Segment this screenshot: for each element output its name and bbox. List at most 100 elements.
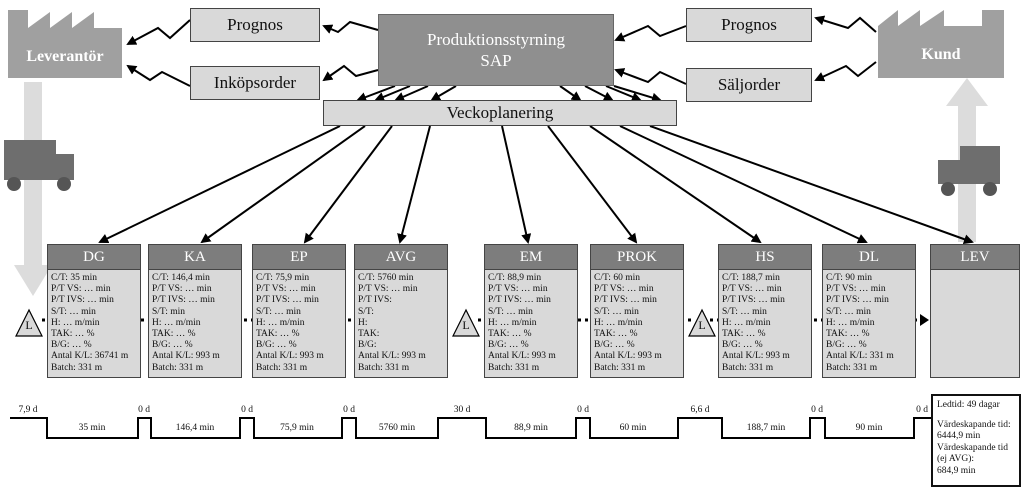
process-data-line: TAK:	[358, 328, 380, 339]
process-data-line: Batch: 331 m	[358, 362, 410, 373]
process-data-line: P/T IVS: … min	[256, 295, 319, 306]
process-data-line: S/T: … min	[594, 306, 639, 317]
process-time-label: 88,9 min	[514, 423, 548, 433]
wait-time-label: 0 d	[577, 405, 589, 415]
sales-order-to-sap-arrow	[614, 68, 687, 85]
supplier-factory-icon	[8, 10, 122, 78]
process-data-line: P/T IVS: … min	[51, 295, 114, 306]
process-data-line: Batch: 331 m	[152, 362, 204, 373]
forecast-box-left: Prognos	[190, 8, 320, 42]
customer-label: Kund	[921, 46, 961, 63]
process-data-line: P/T VS: … min	[51, 284, 111, 295]
process-data-line: Antal K/L: 993 m	[358, 351, 426, 362]
process-data-line: Antal K/L: 993 m	[722, 351, 790, 362]
process-data-line: P/T VS: … min	[594, 284, 654, 295]
process-data-line: Batch: 331 m	[722, 362, 774, 373]
process-time-label: 90 min	[855, 423, 883, 433]
supplier-truck-icon	[4, 140, 74, 191]
process-data-line: H: … m/min	[594, 317, 643, 328]
inventory-label-1: L	[25, 318, 33, 332]
process-data-line: B/G:	[358, 340, 377, 351]
process-data-line: P/T VS: … min	[152, 284, 212, 295]
process-data-line: C/T: 5760 min	[358, 273, 414, 283]
value-adding-label: Värdeskapande tid:	[937, 419, 1011, 430]
process-data-line: S/T: … min	[51, 306, 96, 317]
purchase-order-box: Inköpsorder	[190, 66, 320, 100]
process-data-line: H: … m/min	[826, 317, 875, 328]
process-data-line: TAK: … %	[152, 328, 196, 339]
process-data-line: TAK: … %	[594, 328, 638, 339]
inventory-label-2: L	[462, 318, 470, 332]
process-data-line: S/T: … min	[826, 306, 871, 317]
inventory-triangle-3	[688, 308, 716, 337]
process-data-line: TAK: … %	[51, 328, 95, 339]
process-data-line: P/T IVS: … min	[594, 295, 657, 306]
process-data-line: TAK: … %	[256, 328, 300, 339]
process-data-line: P/T IVS:	[358, 295, 392, 306]
process-data-line: C/T: 35 min	[51, 273, 97, 283]
value-adding-excl-label: Värdeskapande tid (ej AVG):	[937, 442, 1008, 465]
process-data-line: C/T: 90 min	[826, 273, 872, 283]
process-title: DG	[48, 245, 140, 270]
process-data-line: B/G: … %	[488, 340, 529, 351]
inventory-label-3: L	[698, 318, 706, 332]
process-data-line: Batch: 331 m	[256, 362, 308, 373]
process-data-line: Antal K/L: 993 m	[488, 351, 556, 362]
process-data-line: H:	[358, 317, 368, 328]
sap-to-forecast-left-arrow	[322, 20, 379, 34]
forecast-right-to-sap-arrow	[614, 24, 687, 42]
process-data-line: Antal K/L: 993 m	[152, 351, 220, 362]
process-data-line: B/G: … %	[594, 340, 635, 351]
process-data-line: Antal K/L: 331 m	[826, 351, 894, 362]
process-data-line: TAK: … %	[488, 328, 532, 339]
process-data-line: B/G: … %	[152, 340, 193, 351]
wait-time-label: 0 d	[811, 405, 823, 415]
value-adding-value: 6444,9 min	[937, 431, 981, 441]
production-control-box: Produktionsstyrning SAP	[378, 14, 614, 86]
process-data-line: H: … m/min	[722, 317, 771, 328]
process-data-line: S/T:	[358, 306, 374, 317]
inventory-triangle-2	[452, 308, 480, 337]
process-data-line: Batch: 331 m	[594, 362, 646, 373]
wait-time-label: 0 d	[916, 405, 928, 415]
production-control-system: SAP	[480, 51, 512, 70]
wait-time-label: 6,6 d	[690, 405, 710, 415]
wait-time-label: 30 d	[453, 405, 471, 415]
process-data-line: H: … m/min	[488, 317, 537, 328]
wait-time-label: 0 d	[138, 405, 150, 415]
sap-to-purchase-order-arrow	[322, 64, 379, 82]
process-data-line: P/T IVS: … min	[722, 295, 785, 306]
value-adding-excl-value: 684,9 min	[937, 465, 976, 476]
process-time-label: 35 min	[78, 423, 106, 433]
process-title: KA	[149, 245, 241, 270]
inventory-triangle-1	[15, 308, 43, 337]
process-title: AVG	[355, 245, 447, 270]
process-data-line: C/T: 75,9 min	[256, 273, 310, 283]
supplier-label: Leverantör	[26, 48, 104, 65]
process-data	[931, 270, 1019, 273]
forecast-box-right: Prognos	[686, 8, 812, 42]
timeline-line	[10, 417, 931, 439]
process-data-line: B/G: … %	[722, 340, 763, 351]
process-data-line: S/T: … min	[256, 306, 301, 317]
forecast-to-supplier-arrow	[126, 19, 191, 45]
process-data-line: B/G: … %	[826, 340, 867, 351]
process-data-line: C/T: 146,4 min	[152, 273, 210, 283]
wait-time-label: 7,9 d	[18, 405, 38, 415]
customer-factory-icon	[878, 10, 1004, 78]
customer-to-forecast-arrow	[814, 15, 877, 33]
process-time-label: 146,4 min	[175, 423, 215, 433]
process-data-line: C/T: 88,9 min	[488, 273, 542, 283]
process-title: EM	[485, 245, 577, 270]
